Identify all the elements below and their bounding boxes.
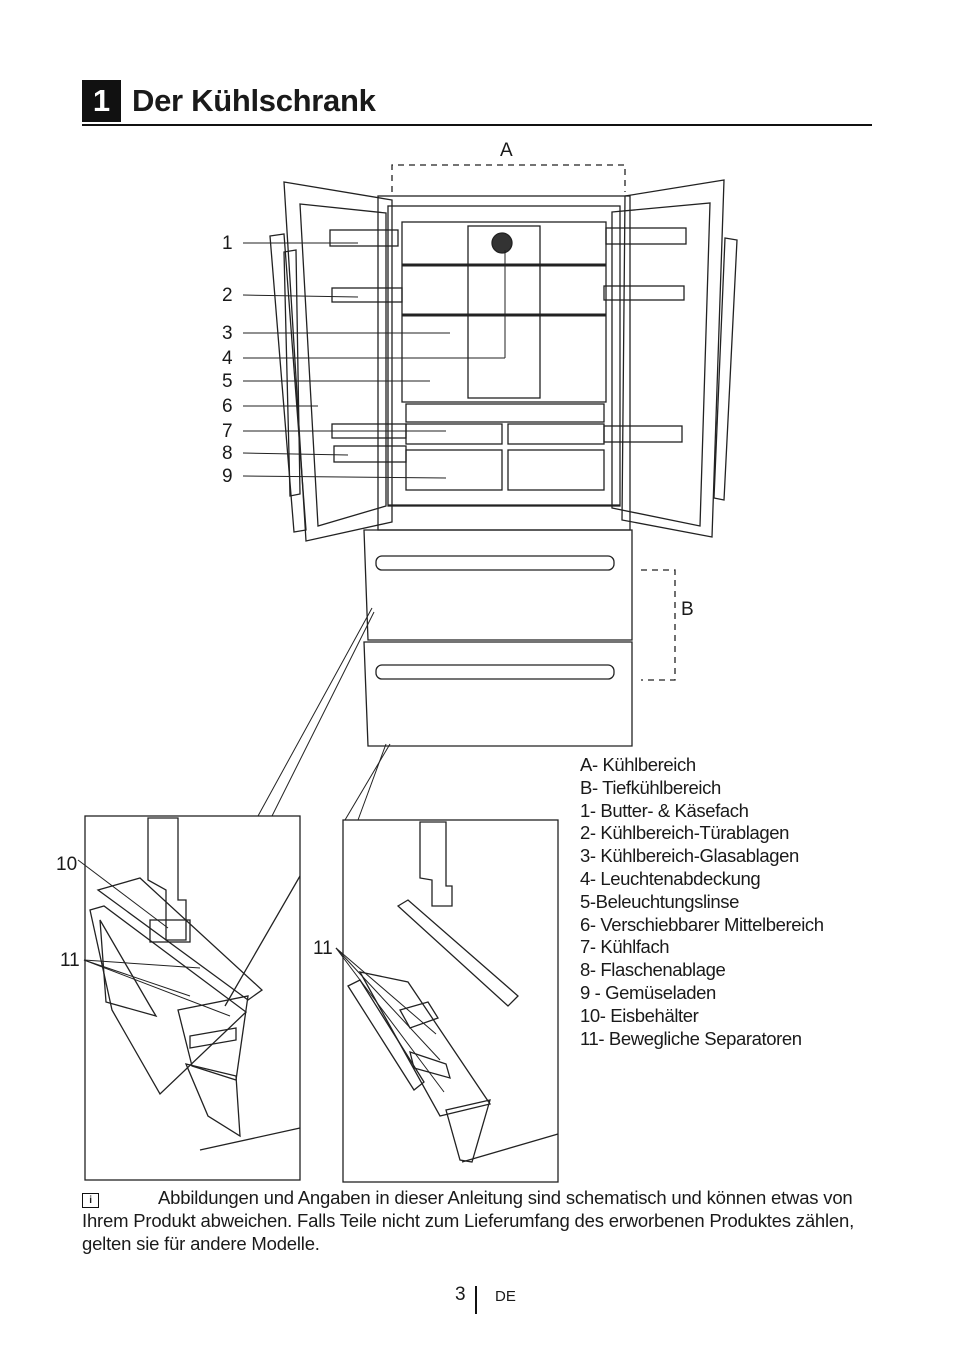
legend-item: A- Kühlbereich xyxy=(580,754,696,775)
callout-9: 9 xyxy=(222,466,233,487)
callout-10: 10 xyxy=(56,854,77,875)
freezer-drawers xyxy=(363,529,633,747)
legend-item: 3- Kühlbereich-Glasablagen xyxy=(580,845,799,867)
callout-6: 6 xyxy=(222,396,233,417)
section-title: Der Kühlschrank xyxy=(132,83,376,118)
legend-item: 4- Leuchtenabdeckung xyxy=(580,867,761,889)
zone-b-label: B xyxy=(681,599,694,620)
legend-item: 7- Kühlfach xyxy=(580,936,670,958)
callout-3: 3 xyxy=(222,323,233,344)
callout-5: 5 xyxy=(222,371,233,392)
section-header: 1 Der Kühlschrank xyxy=(82,80,872,126)
zoom-lines xyxy=(257,607,391,821)
legend-item: 11- Bewegliche Separatoren xyxy=(580,1027,802,1049)
callout-2: 2 xyxy=(222,285,233,306)
callout-11-left: 11 xyxy=(60,950,80,971)
callout-11-right: 11 xyxy=(313,938,333,959)
legend-item: 6- Verschiebbarer Mittelbereich xyxy=(580,913,824,935)
right-door xyxy=(603,179,738,538)
detail-right xyxy=(335,819,559,1183)
callout-8: 8 xyxy=(222,443,233,464)
language-code: DE xyxy=(495,1288,516,1305)
legend-item: 9 - Gemüseladen xyxy=(580,981,716,1003)
zone-b-bracket xyxy=(641,569,676,681)
callout-4: 4 xyxy=(222,348,233,369)
callout-lines xyxy=(242,242,506,479)
note-text: Abbildungen und Angaben in dieser Anleit… xyxy=(82,1187,855,1255)
legend-item: 2- Kühlbereich-Türablagen xyxy=(580,822,790,844)
parts-legend: A- Kühlbereich B- Tiefkühlbereich 1- But… xyxy=(580,754,824,1050)
callout-1: 1 xyxy=(222,233,233,254)
detail-left xyxy=(77,815,301,1181)
callout-numbers: 1 2 3 4 5 6 7 8 9 xyxy=(222,233,233,487)
zone-a-label: A xyxy=(500,140,513,161)
legend-item: 5-Beleuchtungslinse xyxy=(580,890,740,912)
legend-item: 8- Flaschenablage xyxy=(580,959,726,981)
zone-a-bracket xyxy=(391,164,626,192)
info-icon: i xyxy=(82,1193,99,1208)
legend-item: B- Tiefkühlbereich xyxy=(580,776,721,798)
footer-divider xyxy=(475,1286,477,1314)
legend-item: 1- Butter- & Käsefach xyxy=(580,799,749,821)
fridge-cabinet xyxy=(377,195,631,531)
left-door xyxy=(269,181,407,542)
section-number: 1 xyxy=(82,80,121,122)
callout-7: 7 xyxy=(222,421,233,442)
legend-item: 10- Eisbehälter xyxy=(580,1004,699,1026)
page-number: 3 xyxy=(455,1284,466,1305)
